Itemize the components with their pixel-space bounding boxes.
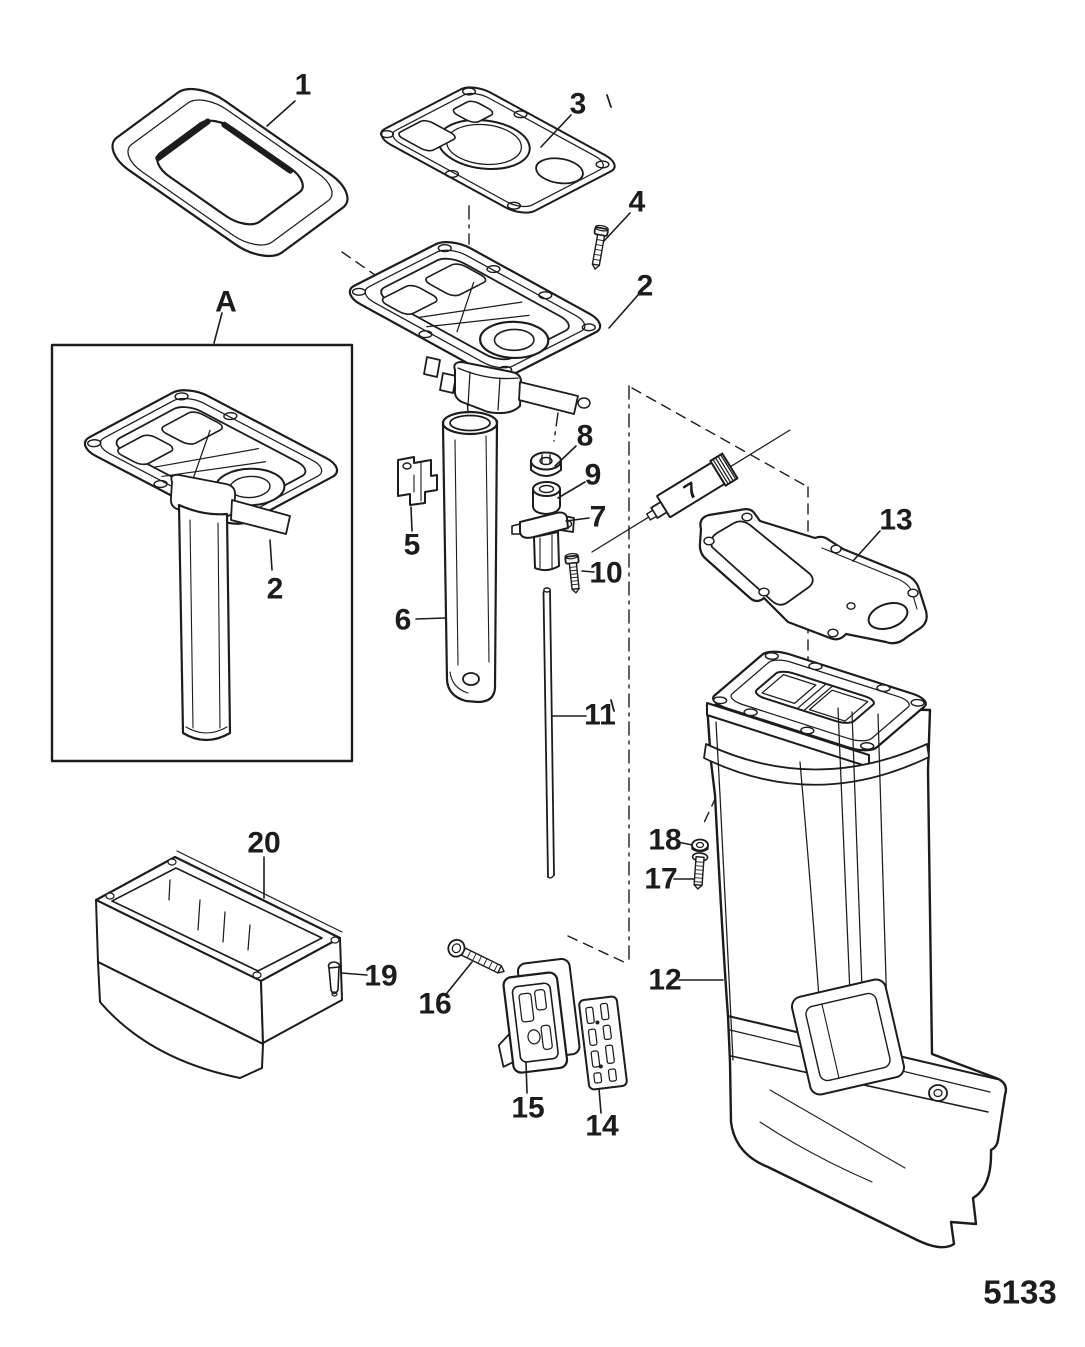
leader-line-2 <box>608 294 639 329</box>
leader-line-19 <box>340 972 368 976</box>
leader-line-14 <box>598 1088 602 1114</box>
leader-line-2-inset <box>269 539 273 571</box>
part-18-washer <box>691 838 709 853</box>
housing-lower-accents <box>759 1089 906 1183</box>
leader-line-6 <box>415 617 446 620</box>
callout-labels: 1 3 4 2 A 8 9 7 5 10 13 6 11 20 18 17 19… <box>215 69 913 1143</box>
part-14-plate <box>578 995 628 1091</box>
callout-7: 7 <box>590 501 607 534</box>
leader-line-10 <box>581 570 595 573</box>
part-1-seal-ring <box>100 80 360 265</box>
housing-exhaust-recess <box>790 978 906 1096</box>
part-17-screw <box>691 852 709 890</box>
part-15-cover <box>497 957 581 1074</box>
part-2-adapter-plate <box>340 237 610 381</box>
inset-plate-assembly <box>75 385 347 529</box>
part-2-socket-and-studs <box>423 356 591 415</box>
dash-housing-to-washer <box>701 796 717 828</box>
leader-line-1 <box>266 100 296 127</box>
drawing-number: 5133 <box>983 1274 1056 1311</box>
apostrophe-mark-after-11 <box>610 699 615 712</box>
apostrophe-mark-after-3 <box>606 94 612 108</box>
part-9-bushing <box>532 481 561 515</box>
callout-20: 20 <box>247 827 280 860</box>
centerline-plate-to-collar <box>553 412 559 442</box>
callout-15: 15 <box>511 1092 544 1125</box>
part-6-tube <box>441 410 499 704</box>
callout-3: 3 <box>570 88 587 121</box>
dash-diagonal-top <box>631 387 809 488</box>
leader-line-9 <box>557 481 586 499</box>
part-3-gasket <box>373 83 624 217</box>
part-16-screw <box>447 938 505 974</box>
leader-line-15 <box>525 1062 528 1094</box>
part-13-gasket <box>698 508 928 645</box>
part-5-clamp <box>397 456 438 506</box>
callout-17: 17 <box>644 863 677 896</box>
leader-line-7 <box>565 517 590 522</box>
leader-line-3 <box>540 114 572 148</box>
callout-5: 5 <box>404 529 421 562</box>
dash-ring-to-plate <box>341 251 389 285</box>
part-8-collar <box>530 451 562 477</box>
callout-18: 18 <box>648 824 681 857</box>
inset-border <box>50 343 354 763</box>
inset-box-a: 2 <box>50 343 354 763</box>
leader-line-16 <box>446 961 473 994</box>
callout-12: 12 <box>648 964 681 997</box>
leader-line-8 <box>554 445 577 467</box>
callout-14: 14 <box>585 1110 619 1143</box>
part-12-driveshaft-housing <box>703 648 1006 1249</box>
callout-13: 13 <box>879 504 912 537</box>
housing-front-inner-line <box>715 721 734 1061</box>
inset-tube <box>169 473 291 742</box>
callout-2: 2 <box>637 270 654 303</box>
part-20-splash-tray <box>94 850 343 1079</box>
sealant-tube: 7 <box>646 452 739 521</box>
tray-shading <box>168 879 251 951</box>
callout-10: 10 <box>589 557 622 590</box>
plate-ribs <box>408 279 538 348</box>
callout-16: 16 <box>418 988 451 1021</box>
part-10-screw <box>564 552 580 594</box>
housing-collar <box>703 743 930 786</box>
callout-11: 11 <box>584 699 616 732</box>
seal-shading <box>158 117 290 211</box>
leader-line-a <box>213 312 223 344</box>
housing-ribs <box>799 707 889 1047</box>
callout-9: 9 <box>585 459 602 492</box>
part-19-pin <box>327 961 341 997</box>
part-7-bracket <box>511 511 575 572</box>
leader-line-18 <box>677 841 693 846</box>
dash-diagonal-bottom <box>567 935 627 964</box>
callout-4: 4 <box>629 186 646 219</box>
part-4-screw <box>591 224 609 270</box>
callout-1: 1 <box>295 69 312 102</box>
callout-2-inset: 2 <box>267 573 284 606</box>
callout-a: A <box>215 286 237 319</box>
leader-lines <box>213 100 881 1114</box>
leader-line-13 <box>852 530 881 562</box>
leader-line-4 <box>603 212 631 242</box>
callout-6: 6 <box>395 604 412 637</box>
part-11-rod <box>542 587 555 879</box>
callout-19: 19 <box>364 960 397 993</box>
callout-8: 8 <box>577 420 594 453</box>
leader-line-5 <box>410 506 413 532</box>
